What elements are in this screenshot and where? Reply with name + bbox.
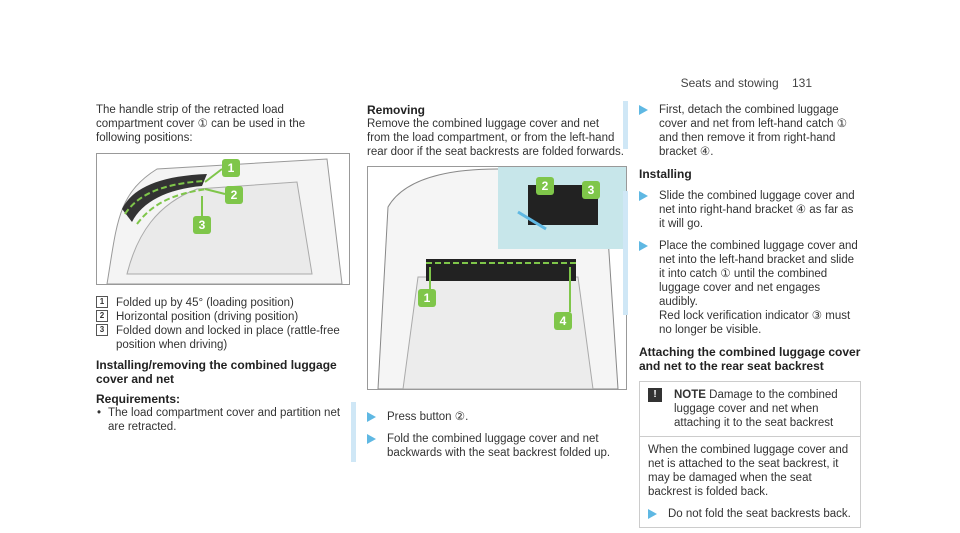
warning-icon: ! [648,388,662,402]
svg-text:3: 3 [588,183,595,197]
column-2: Removing Remove the combined luggage cov… [367,103,625,159]
step-slide: Slide the combined luggage cover and net… [639,189,861,231]
note-label: NOTE [674,389,706,401]
illustration-load-cover: 1 2 3 [96,153,350,285]
step-place-note: Red lock verification indicator ③ must n… [659,310,851,336]
callout-2: 2 [231,188,238,202]
svg-text:4: 4 [560,314,567,328]
removing-body: Remove the combined luggage cover and ne… [367,118,624,158]
note-body: When the combined luggage cover and net … [648,444,849,498]
step-detach: First, detach the combined luggage cover… [639,103,861,159]
column-3: First, detach the combined luggage cover… [623,101,861,528]
page-number: 131 [791,76,812,90]
step-fold-back: Fold the combined luggage cover and net … [367,432,625,460]
illustration-trunk: 1 4 2 3 [367,166,627,390]
column-1: The handle strip of the retracted load c… [96,103,348,145]
note-box: ! NOTE Damage to the combined luggage co… [639,381,861,528]
svg-text:1: 1 [424,291,431,305]
section-heading: Installing/removing the combined luggage… [96,358,337,386]
callout-3: 3 [199,218,206,232]
intro-text: The handle strip of the retracted load c… [96,104,306,144]
step-place: Place the combined luggage cover and net… [639,239,861,309]
requirements-label: Requirements: [96,392,181,406]
requirement-item: The load compartment cover and partition… [96,406,348,434]
page-header: Seats and stowing 131 [681,76,812,90]
svg-text:2: 2 [542,179,549,193]
removing-heading: Removing [367,103,426,117]
step-press-button: Press button ②. [367,410,625,424]
callout-1: 1 [228,161,235,175]
section-title: Seats and stowing [680,76,779,90]
attaching-heading: Attaching the combined luggage cover and… [639,345,861,373]
note-step: Do not fold the seat backrests back. [648,507,852,521]
note-title: Damage to the combined luggage cover and… [674,389,838,429]
installing-heading: Installing [639,167,692,181]
column-2-steps: Press button ②. Fold the combined luggag… [351,402,625,462]
